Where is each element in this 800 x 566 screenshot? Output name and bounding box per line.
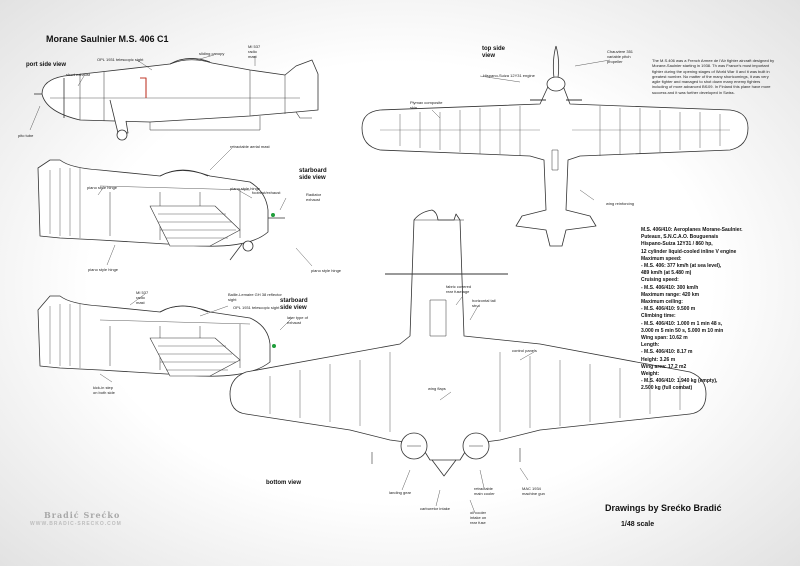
spec-list: M.S. 406/410: Aeroplanes Morane-Saulnier… [641, 227, 781, 393]
starboard-side-view-2-drawing [37, 295, 276, 393]
callout-landing-gear: landing gear [389, 490, 412, 495]
callout-mac-machine-gun: MAC 1934 machine gun [522, 486, 545, 496]
callout-fabric-covered: fabric covered rear fuselage [446, 284, 472, 294]
callout-control-panels: control panels [512, 348, 537, 353]
callout-oil-cooler-intake: oil cooler intake on rear fuse [470, 510, 487, 525]
spec-line: - M.S. 406/410: 9.500 m [641, 306, 696, 313]
callout-later-exhaust: later type of exhaust [287, 315, 308, 325]
bottom-view-drawing [229, 209, 707, 477]
callout-plymax-skin: Plymax composite skin [410, 100, 443, 110]
callout-piano-hinge-1: piano style hinge [87, 185, 118, 190]
bottom-view-label: bottom view [266, 480, 302, 486]
spec-line: Climbing time: [641, 313, 676, 320]
spec-line: - M.S. 406/410: 8.17 m [641, 349, 693, 356]
callout-retractable-aerial-mast: retractable aerial mast [230, 144, 270, 149]
starboard-side-view-label-1: starboard side view [299, 168, 327, 181]
spec-line: Hispano-Suiza 12Y31 / 860 hp, [641, 241, 713, 248]
top-view-drawing [361, 45, 749, 247]
intro-text: The M.S.406 was a French Armee de l'Air … [652, 58, 775, 95]
callout-retractable-cooler: retractable main cooler [474, 486, 495, 496]
spec-line: Wing span: 10.62 m [641, 335, 688, 342]
spec-line: - M.S. 406/410: 300 km/h [641, 284, 699, 291]
callout-radio-mast-2: MI 537 radio mast [136, 290, 149, 305]
spec-line: Cruising speed: [641, 277, 679, 284]
spec-line: 12 cylinder liquid-cooled inline V engin… [641, 248, 737, 255]
author-logo: Bradić Srećko [44, 510, 121, 520]
spec-line: Puteaux, S.N.C.A.O. Bouguenais [641, 234, 719, 241]
port-side-view-drawing [34, 58, 319, 141]
spec-line: Weight: [641, 371, 660, 378]
callout-horizontal-tail-strut: horizontal tail strut [472, 298, 496, 308]
spec-line: Height: 3.26 m [641, 356, 676, 363]
callout-piano-hinge-2: piano style hinge [230, 186, 261, 191]
callout-opl-sight-2: OPL 1931 telescopic sight [233, 305, 280, 310]
spec-line: Maximum ceiling: [641, 299, 683, 306]
callout-piano-hinge-3: piano style hinge [88, 267, 119, 272]
spec-line: M.S. 406/410: Aeroplanes Morane-Saulnier… [641, 227, 743, 233]
callout-chauviere-propeller: Chauviere 351 variable pitch propeller [607, 49, 634, 64]
spec-line: Wing area: 17.2 m2 [641, 363, 687, 370]
starboard-side-view-label-2: starboard side view [280, 298, 308, 311]
callout-kick-in-step: kick-in step on both side [93, 385, 115, 395]
callout-sliding-canopy: sliding canopy [199, 51, 225, 56]
callout-radiator-exhaust: Radiator exhaust [306, 192, 322, 202]
callout-radio-mast-1: MI 537 radio mast [248, 44, 261, 59]
callout-wing-flaps: wing flaps [428, 386, 446, 391]
spec-line: 489 km/h (at 5.480 m) [641, 270, 692, 277]
port-side-view-label: port side view [26, 62, 67, 68]
callout-baille-sight: Baille-Lemaire GH 38 reflector sight [228, 292, 282, 302]
spec-line: Length: [641, 342, 660, 349]
scale-label: 1/48 scale [621, 521, 655, 528]
top-side-view-label: top side view [482, 46, 506, 59]
drawing-title: Morane Saulnier M.S. 406 C1 [46, 34, 169, 44]
spec-line: - M.S. 406: 377 km/h (at sea level), [641, 263, 722, 270]
spec-line: - M.S. 406/410: 1.000 m 1 min 48 s, [641, 320, 723, 327]
spec-line: Maximum speed: [641, 255, 682, 262]
spec-line: Maximum range: 420 km [641, 291, 700, 298]
spec-line: 2.500 kg (full combat) [641, 385, 693, 392]
author-website: WWW.BRADIC-SRECKO.COM [30, 521, 122, 527]
callout-carburetor-intake: carburetor intake [420, 506, 451, 511]
callout-leader-lines [29, 54, 611, 514]
callout-short-exhaust: short exhaust [66, 72, 91, 77]
starboard-side-view-1-drawing [37, 159, 285, 261]
callout-footrest-exhaust: footrest/exhaust [252, 190, 281, 195]
spec-line: - M.S. 406/410: 1.940 kg (empty), [641, 378, 718, 385]
callout-pito-tube: pito tube [18, 133, 34, 138]
callout-wing-reinforcing: wing reinforcing [606, 201, 635, 206]
callout-opl-sight: OPL 1931 telescopic sight [97, 57, 144, 62]
callout-hispano-engine: Hispano-Suiza 12Y31 engine [483, 73, 535, 78]
drawings-credit: Drawings by Srećko Bradić [605, 503, 722, 513]
spec-line: 3.000 m 5 min 50 s, 5.000 m 10 min [641, 327, 724, 334]
callout-piano-hinge-4: piano style hinge [311, 268, 342, 273]
